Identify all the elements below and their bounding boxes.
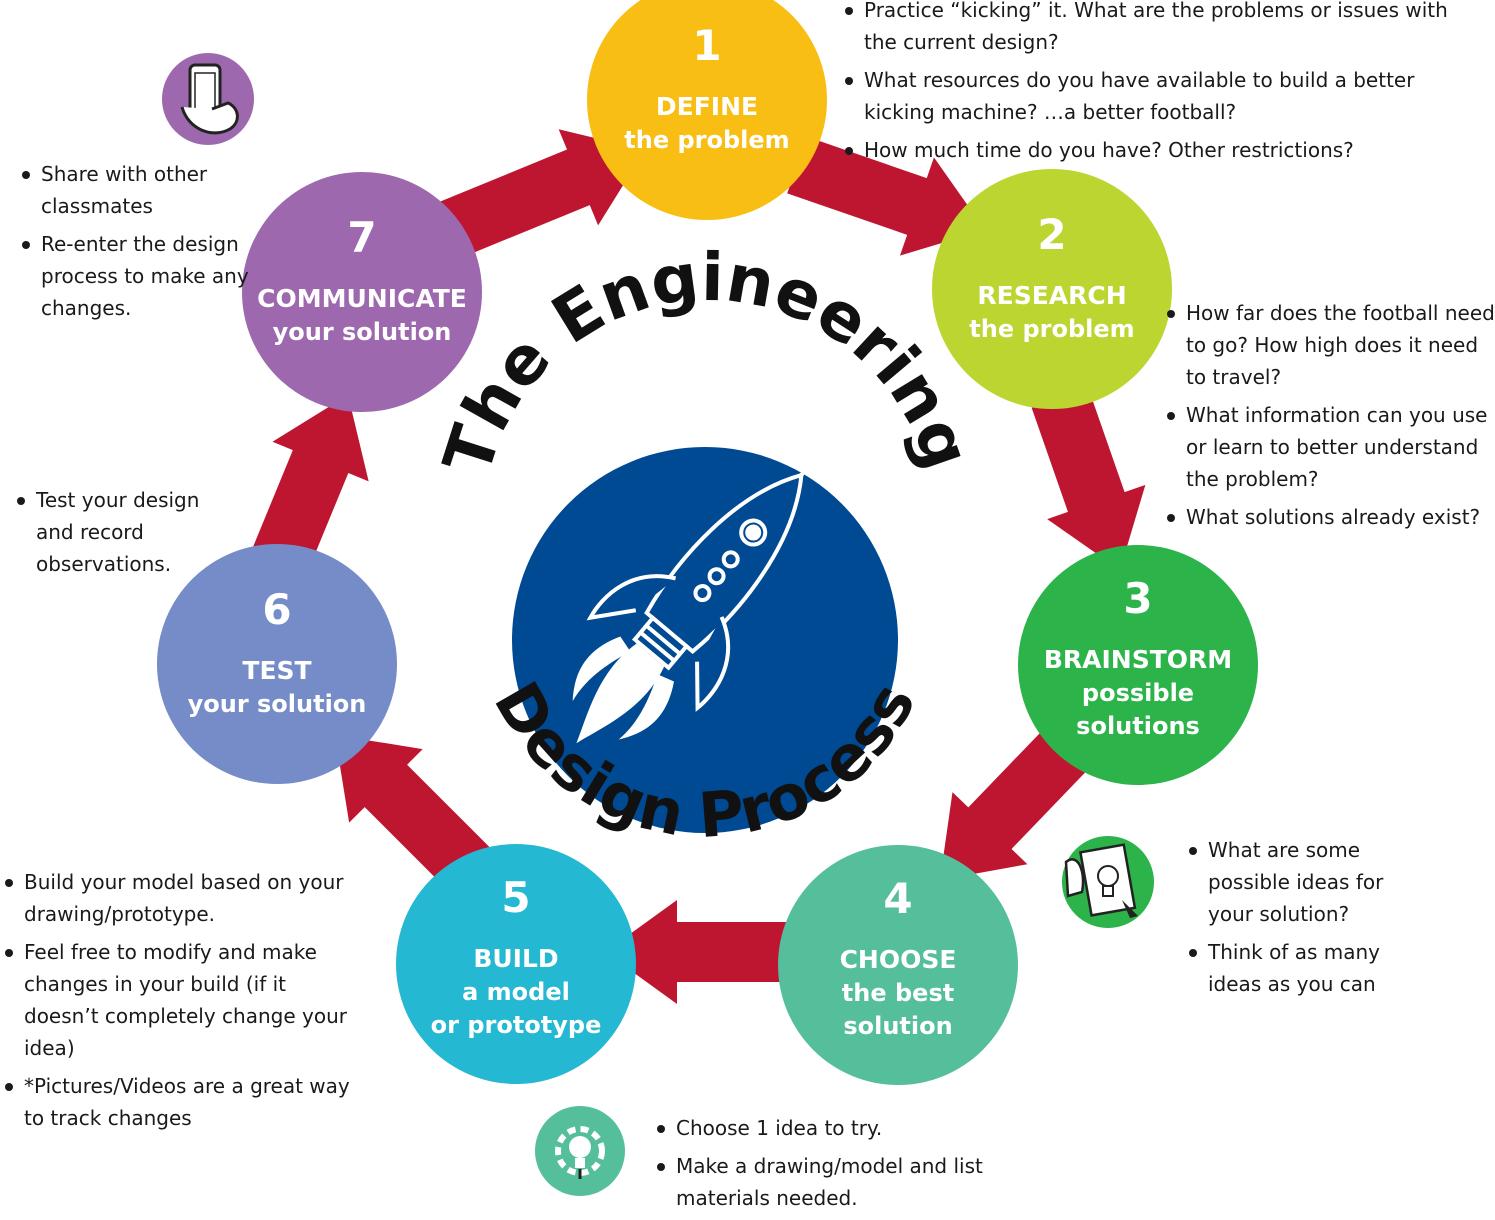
- process-arrows: [250, 129, 1146, 1004]
- step-subtitle: a model: [462, 978, 570, 1006]
- notes-test: Test your design and record observations…: [12, 484, 236, 586]
- arrow-4-to-5: [940, 724, 1092, 880]
- step-number: 1: [692, 21, 721, 70]
- note-item: What information can you use or learn to…: [1167, 399, 1495, 495]
- notes-build: Build your model based on your drawing/p…: [0, 866, 354, 1140]
- note-item: Practice “kicking” it. What are the prob…: [845, 0, 1464, 58]
- note-item: Test your design and record observations…: [17, 484, 236, 580]
- step-number: 4: [883, 874, 912, 923]
- step-circle: [587, 0, 827, 220]
- arrow-2-to-3: [787, 136, 985, 256]
- step-title: BRAINSTORM: [1044, 645, 1232, 674]
- arrow-7-to-1: [250, 395, 369, 577]
- step-number: 5: [501, 873, 530, 922]
- note-item: Choose 1 idea to try.: [657, 1112, 1026, 1144]
- lightbulb-sketch-icon: [1062, 836, 1154, 928]
- note-item: What resources do you have available to …: [845, 64, 1464, 128]
- step-title: COMMUNICATE: [257, 284, 467, 313]
- step-number: 2: [1037, 210, 1066, 259]
- arrow-5-to-6: [605, 900, 800, 1004]
- title-line-1: The Engineering: [429, 239, 986, 484]
- note-item: Share with other classmates: [22, 158, 276, 222]
- step-subtitle: your solution: [188, 690, 367, 718]
- step-subtitle: solution: [843, 1012, 952, 1040]
- arrow-1-to-2: [433, 129, 645, 260]
- step-title: TEST: [242, 656, 311, 685]
- step-subtitle: the problem: [624, 126, 789, 154]
- step-subtitle: solutions: [1076, 712, 1200, 740]
- note-item: Think of as many ideas as you can: [1189, 936, 1433, 1000]
- step-subtitle: or prototype: [431, 1011, 602, 1039]
- note-item: What are some possible ideas for your so…: [1189, 834, 1433, 930]
- note-item: Re-enter the design process to make any …: [22, 228, 276, 324]
- step-number: 7: [347, 213, 376, 262]
- notes-define: Practice “kicking” it. What are the prob…: [840, 0, 1464, 172]
- step-title: BUILD: [473, 944, 558, 973]
- note-item: What solutions already exist?: [1167, 501, 1495, 533]
- step-circle: [396, 844, 636, 1084]
- step-circle: [242, 172, 482, 412]
- step-circle: [778, 845, 1018, 1085]
- arrow-6-to-7: [335, 735, 492, 892]
- center-emblem: [512, 443, 898, 833]
- lightbulb-gear-icon: [535, 1106, 625, 1196]
- step-title: RESEARCH: [977, 281, 1126, 310]
- rocket-icon: [572, 443, 830, 744]
- notes-communicate: Share with other classmates Re-enter the…: [17, 158, 276, 330]
- step-circle: [932, 169, 1172, 409]
- note-item: How far does the football need to go? Ho…: [1167, 297, 1495, 393]
- step-subtitle: the problem: [969, 315, 1134, 343]
- note-item: Make a drawing/model and list materials …: [657, 1150, 1026, 1214]
- step-number: 6: [262, 585, 291, 634]
- step-title: CHOOSE: [840, 945, 957, 974]
- step-subtitle: possible: [1082, 679, 1194, 707]
- step-subtitle: your solution: [273, 318, 452, 346]
- step-subtitle: the best: [842, 979, 954, 1007]
- note-item: How much time do you have? Other restric…: [845, 134, 1464, 166]
- step-circle: [157, 544, 397, 784]
- step-title: DEFINE: [656, 92, 758, 121]
- phone-hand-icon: [162, 53, 254, 145]
- note-item: Build your model based on your drawing/p…: [5, 866, 354, 930]
- note-item: Feel free to modify and make changes in …: [5, 936, 354, 1064]
- step-circle: [1018, 545, 1258, 785]
- notes-research: How far does the football need to go? Ho…: [1162, 297, 1495, 539]
- step-number: 3: [1123, 574, 1152, 623]
- notes-brainstorm: What are some possible ideas for your so…: [1184, 834, 1433, 1006]
- arrow-3-to-4: [1031, 388, 1146, 570]
- notes-choose: Choose 1 idea to try. Make a drawing/mod…: [652, 1112, 1026, 1220]
- note-item: *Pictures/Videos are a great way to trac…: [5, 1070, 354, 1134]
